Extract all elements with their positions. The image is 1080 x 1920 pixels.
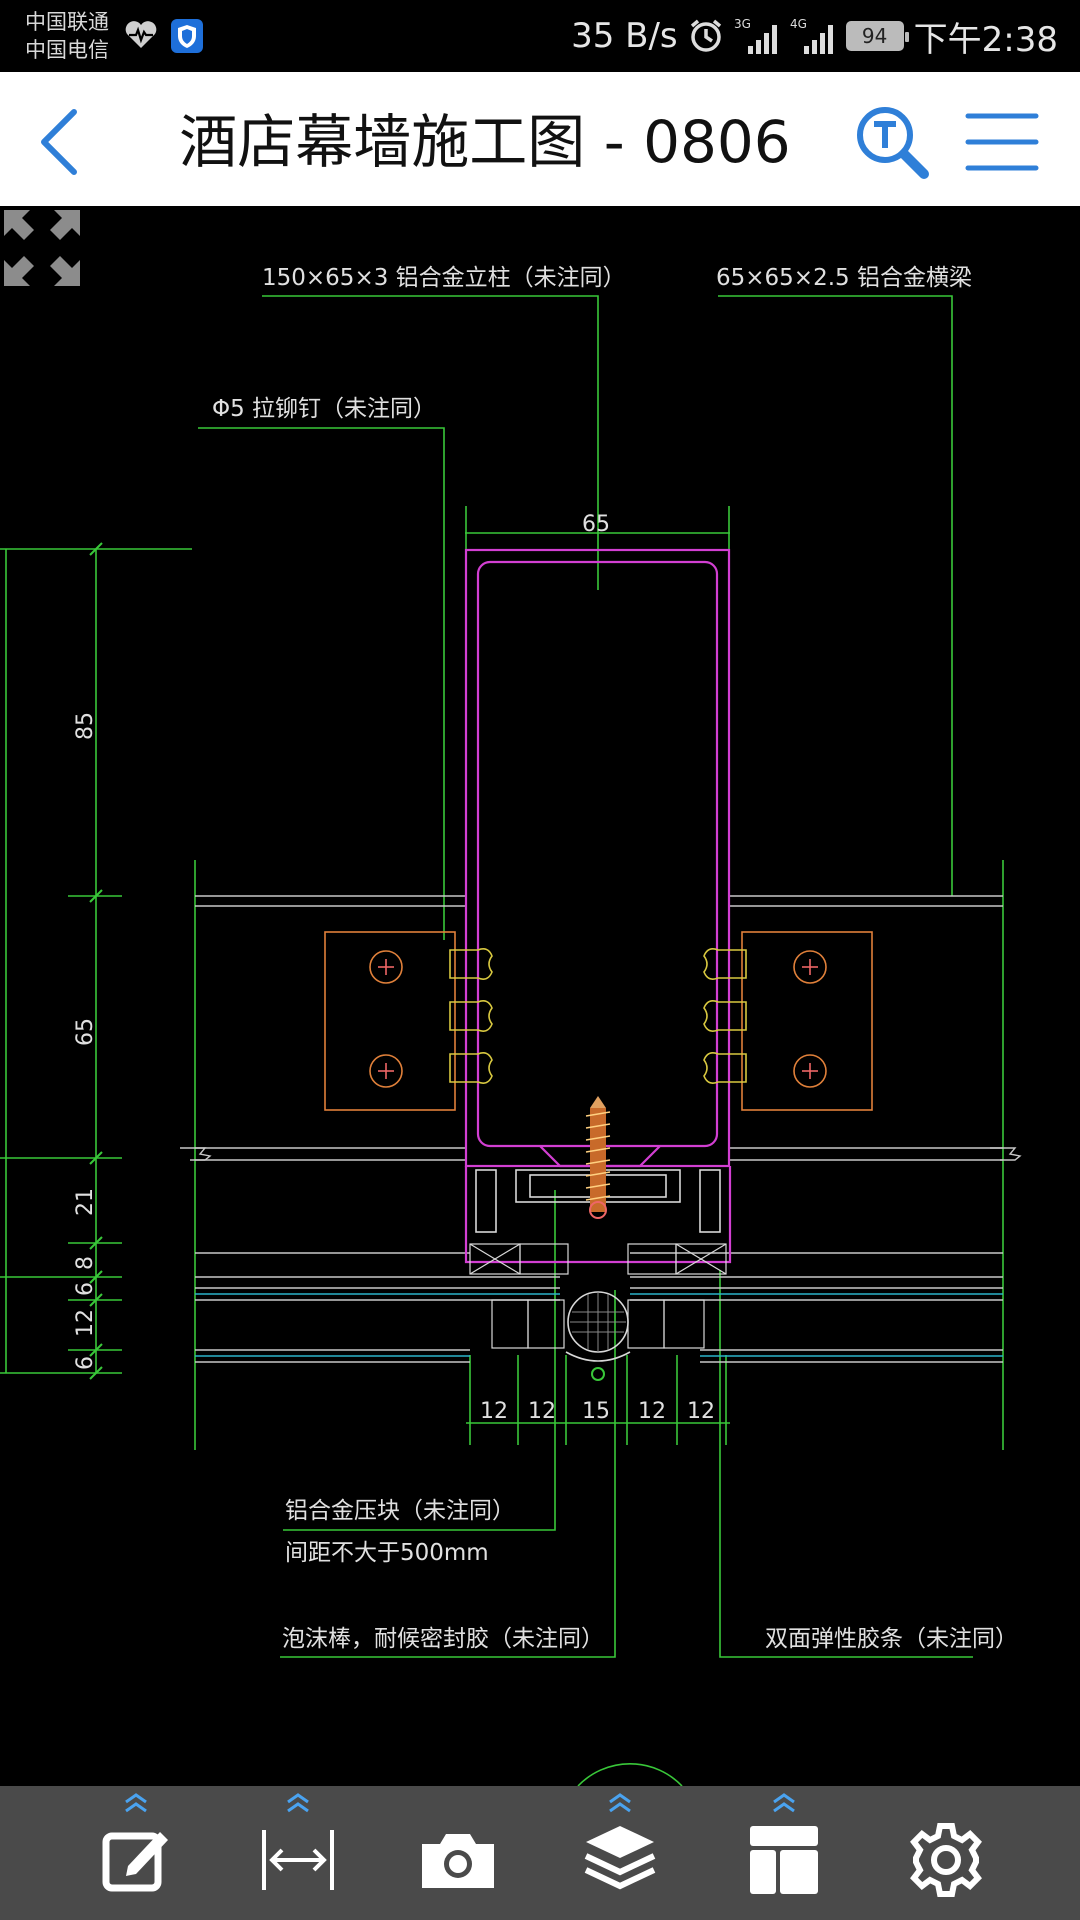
measure-tool-button[interactable] [238, 1786, 358, 1920]
signal-3g-label: 3G [734, 17, 751, 31]
signal-4g-icon: 4G [790, 17, 833, 54]
fullscreen-button[interactable] [0, 206, 84, 290]
dim-v-65: 65 [73, 1018, 98, 1046]
settings-tool-button[interactable] [886, 1786, 1006, 1920]
vertical-dim-texts: 85 65 21 8 6 12 6 [73, 712, 98, 1370]
layout-tool-button[interactable] [724, 1786, 844, 1920]
dim-v-12: 12 [73, 1309, 98, 1337]
battery-indicator: 94 [845, 21, 909, 51]
dim-v-85: 85 [73, 712, 98, 740]
foam-rod [565, 1291, 631, 1381]
dim-top-65: 65 [582, 512, 610, 537]
expand-up-icon [773, 1793, 795, 1813]
carrier-labels: 中国联通 中国电信 [25, 8, 109, 64]
leader-lines [198, 295, 973, 1658]
dim-b-12c: 12 [638, 1399, 666, 1424]
signal-4g-label: 4G [790, 17, 807, 31]
dim-b-12b: 12 [528, 1399, 556, 1424]
bottom-toolbar [0, 1786, 1080, 1920]
chevron-left-icon [41, 109, 77, 175]
foam-rod-label: 泡沫棒，耐候密封胶（未注同） [282, 1626, 604, 1652]
status-bar: 中国联通 中国电信 35 B/s 3G 4G [0, 0, 1080, 72]
expand-arrows-icon [4, 210, 80, 286]
drawing-canvas[interactable]: 150×65×3 铝合金立柱（未注同） 65×65×2.5 铝合金横梁 Φ5 拉… [0, 206, 1080, 1786]
bolt-crosses [378, 959, 818, 1079]
net-speed: 35 B/s [571, 16, 678, 56]
clock: 下午2:38 [913, 19, 1058, 60]
cad-drawing: 150×65×3 铝合金立柱（未注同） 65×65×2.5 铝合金横梁 Φ5 拉… [0, 265, 1022, 1786]
arc-fragment [577, 1763, 683, 1786]
layers-tool-button[interactable] [560, 1786, 680, 1920]
vertical-dim-ticks [89, 542, 103, 1380]
camera-tool-button[interactable] [398, 1786, 518, 1920]
expand-up-icon [287, 1793, 309, 1813]
page-title: 酒店幕墙施工图 - 0806 [179, 108, 791, 176]
security-shield-icon [171, 19, 203, 53]
signal-3g-icon: 3G [734, 17, 777, 54]
carrier-2: 中国电信 [25, 38, 109, 62]
vertical-dimensions [0, 548, 192, 1374]
dim-b-15: 15 [582, 1399, 610, 1424]
alarm-icon [690, 19, 721, 52]
dim-b-12a: 12 [480, 1399, 508, 1424]
back-button[interactable] [28, 102, 98, 182]
menu-button[interactable] [962, 108, 1042, 176]
pressure-block-spacing-label: 间距不大于500mm [285, 1540, 489, 1566]
dim-v-6a: 6 [73, 1282, 98, 1296]
bottom-dimensions [194, 860, 1004, 1450]
gaskets [469, 1243, 727, 1349]
dim-v-8: 8 [73, 1256, 98, 1270]
connection-brackets [324, 931, 873, 1111]
settings-icon [910, 1823, 982, 1897]
pressure-block-label: 铝合金压块（未注同） [285, 1498, 515, 1524]
expand-up-icon [609, 1793, 631, 1813]
text-search-icon [857, 107, 929, 179]
rivet-label: Φ5 拉铆钉（未注同） [212, 396, 436, 422]
tape-label: 双面弹性胶条（未注同） [765, 1626, 1018, 1652]
hamburger-menu-icon [965, 113, 1039, 171]
edit-icon [102, 1832, 168, 1892]
status-right: 35 B/s 3G 4G 94 下午2:38 [571, 14, 1058, 60]
transom-label: 65×65×2.5 铝合金横梁 [716, 265, 972, 291]
measure-icon [262, 1830, 334, 1890]
expand-up-icon [125, 1793, 147, 1813]
app-header: 酒店幕墙施工图 - 0806 [0, 72, 1080, 206]
glass-lines [195, 1293, 1003, 1357]
carrier-1: 中国联通 [25, 10, 109, 34]
panel-lines [195, 895, 1003, 1363]
dim-v-21: 21 [73, 1188, 98, 1216]
layout-icon [750, 1826, 818, 1894]
rivets [449, 948, 747, 1084]
camera-icon [422, 1834, 494, 1888]
dim-b-12d: 12 [687, 1399, 715, 1424]
dim-v-6b: 6 [73, 1356, 98, 1370]
mullion-label: 150×65×3 铝合金立柱（未注同） [262, 265, 626, 291]
bottom-dim-texts: 12 12 15 12 12 [480, 1399, 715, 1424]
health-heart-icon [125, 21, 157, 48]
self-tapping-screw [585, 1096, 611, 1219]
break-lines [180, 1147, 1022, 1161]
layers-icon [584, 1826, 656, 1890]
text-search-button[interactable] [852, 102, 932, 182]
edit-tool-button[interactable] [76, 1786, 196, 1920]
